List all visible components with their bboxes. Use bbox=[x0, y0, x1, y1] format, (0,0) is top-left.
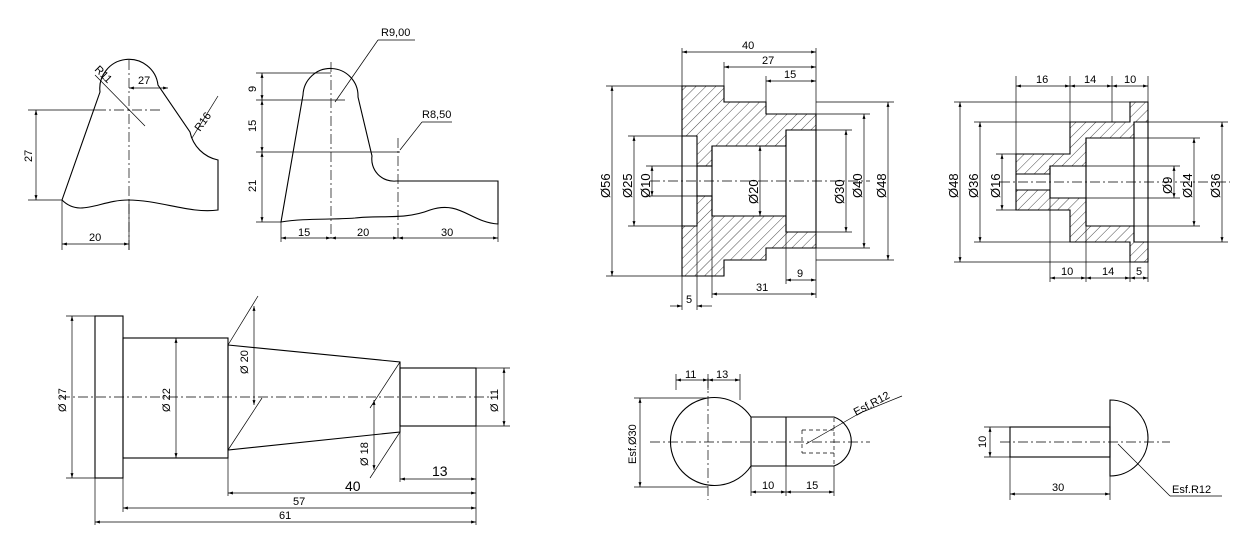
dim-15-top: 15 bbox=[784, 69, 796, 81]
dim-15-bottom: 15 bbox=[806, 480, 818, 492]
dim-5-bottom: 5 bbox=[1136, 266, 1142, 278]
dim-30-bottom: 30 bbox=[441, 227, 453, 239]
dim-14-bottom: 14 bbox=[1102, 266, 1114, 278]
dim-14-top: 14 bbox=[1084, 74, 1096, 86]
dim-10-top: 10 bbox=[1124, 74, 1136, 86]
dim-dia-48: Ø48 bbox=[874, 173, 889, 198]
dim-9-bottom: 9 bbox=[797, 268, 803, 280]
figure-round-head-pin: 10 30 Esf.R12 bbox=[977, 399, 1222, 500]
dim-13: 13 bbox=[432, 463, 448, 479]
dim-dia-48: Ø48 bbox=[946, 173, 961, 198]
dim-dia-20: Ø 20 bbox=[239, 350, 251, 374]
dim-20-width: 20 bbox=[89, 232, 101, 244]
figure-bracket-r9: R9,00 R8,50 9 15 21 15 20 30 bbox=[247, 27, 499, 242]
dim-11: 11 bbox=[685, 369, 696, 381]
dim-esf-r12: Esf.R12 bbox=[852, 390, 892, 419]
dim-dia-24: Ø24 bbox=[1180, 173, 1195, 198]
dim-dia-11: Ø 11 bbox=[489, 389, 501, 412]
dim-10: 10 bbox=[977, 436, 989, 448]
dim-61: 61 bbox=[279, 510, 291, 522]
dim-15: 15 bbox=[247, 120, 259, 132]
figure-tapered-shaft: Ø 27 Ø 22 Ø 20 Ø 18 Ø 11 13 40 57 61 bbox=[57, 295, 510, 525]
dim-57: 57 bbox=[293, 496, 305, 508]
dim-27-height: 27 bbox=[23, 150, 35, 162]
figure-ball-knob: 11 13 Esf.Ø30 Esf.R12 10 15 bbox=[627, 369, 903, 500]
dim-esf-dia-30: Esf.Ø30 bbox=[627, 424, 639, 464]
dim-dia-10: Ø10 bbox=[638, 173, 653, 198]
dim-10-bottom: 10 bbox=[762, 480, 774, 492]
dim-40: 40 bbox=[345, 478, 361, 494]
dim-dia-36-right: Ø36 bbox=[1208, 173, 1223, 198]
dim-dia-22: Ø 22 bbox=[161, 388, 173, 412]
dim-r11: R11 bbox=[92, 64, 114, 86]
dim-esf-r12: Esf.R12 bbox=[1172, 484, 1211, 496]
dim-dia-9: Ø9 bbox=[1160, 177, 1175, 194]
dim-dia-25: Ø25 bbox=[620, 173, 635, 198]
dim-r9: R9,00 bbox=[381, 27, 410, 39]
dim-31-bottom: 31 bbox=[756, 282, 768, 294]
dim-40-top: 40 bbox=[742, 40, 754, 52]
dim-16-top: 16 bbox=[1036, 74, 1048, 86]
dim-9: 9 bbox=[247, 86, 259, 92]
dim-r8-5: R8,50 bbox=[422, 109, 451, 121]
dim-13: 13 bbox=[716, 369, 728, 381]
dim-10-bottom: 10 bbox=[1061, 266, 1073, 278]
dim-30: 30 bbox=[1052, 482, 1064, 494]
dim-dia-36: Ø36 bbox=[966, 173, 981, 198]
figure-section-sleeve: 16 14 10 Ø48 Ø36 Ø16 Ø9 Ø24 Ø36 10 14 5 bbox=[946, 74, 1230, 282]
dim-15-bottom: 15 bbox=[298, 227, 310, 239]
dim-27-top: 27 bbox=[138, 75, 150, 87]
dim-dia-27: Ø 27 bbox=[57, 388, 69, 412]
dim-dia-56: Ø56 bbox=[598, 173, 613, 198]
dim-dia-20: Ø20 bbox=[746, 179, 761, 204]
dim-27-top: 27 bbox=[762, 55, 774, 67]
dim-5-bottom: 5 bbox=[686, 294, 692, 306]
dim-dia-18: Ø 18 bbox=[359, 442, 371, 466]
dim-dia-30: Ø30 bbox=[832, 179, 847, 204]
dim-20-bottom: 20 bbox=[357, 227, 369, 239]
dim-21: 21 bbox=[247, 180, 259, 192]
figure-section-bore: 40 27 15 Ø56 Ø25 Ø10 Ø20 Ø30 Ø40 Ø48 9 3… bbox=[598, 40, 894, 310]
dim-dia-16: Ø16 bbox=[988, 173, 1003, 198]
dim-r16: R16 bbox=[193, 110, 214, 133]
figure-plate-r11: R11 27 R16 27 20 bbox=[23, 58, 219, 250]
dim-dia-40: Ø40 bbox=[850, 173, 865, 198]
